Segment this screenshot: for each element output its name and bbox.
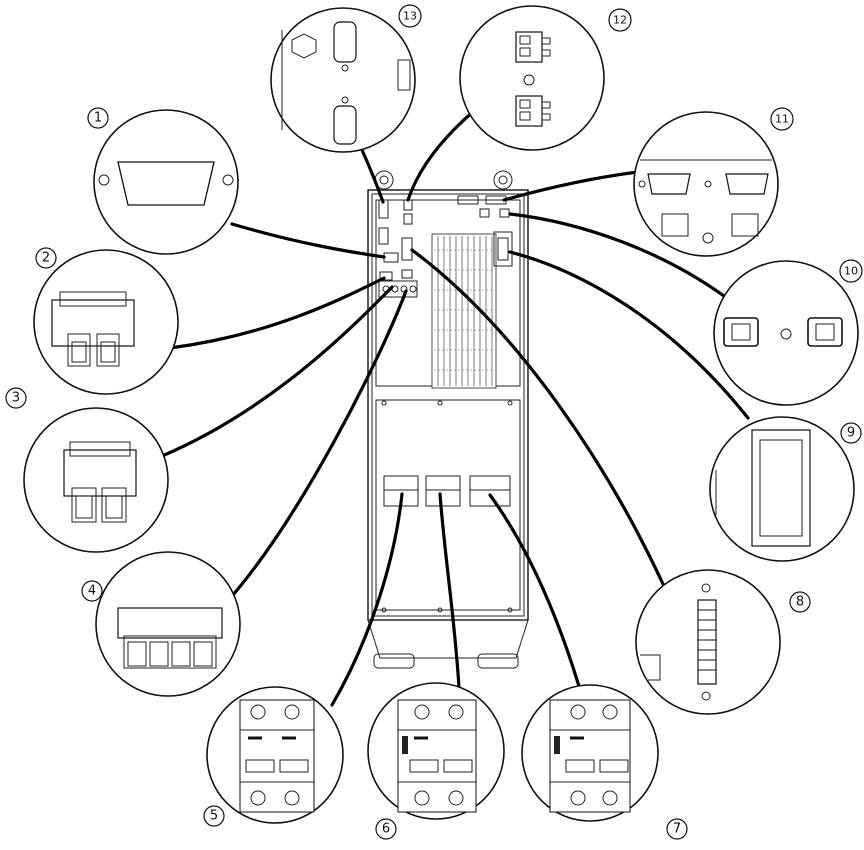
label-2: 2	[42, 251, 50, 266]
callout-12-connectors	[459, 5, 605, 151]
callout-1-db9-port	[93, 109, 239, 255]
label-11: 11	[775, 113, 789, 126]
label-9-badge	[840, 422, 862, 444]
label-10: 10	[844, 265, 858, 278]
callout-3-two-pin-terminal	[23, 407, 169, 553]
label-13: 13	[403, 10, 417, 23]
label-6-badge	[375, 818, 397, 840]
callout-4-four-pin-terminal	[95, 551, 241, 697]
label-13-badge	[398, 4, 422, 28]
label-3: 3	[12, 391, 20, 406]
label-2-badge	[35, 247, 57, 269]
label-12-badge	[608, 8, 632, 32]
label-1: 1	[94, 111, 102, 126]
slot-opening	[493, 231, 513, 267]
ups-cabinet	[367, 170, 529, 669]
foot-right	[477, 653, 519, 669]
number-labels: 1 2 3 4 5 6 7 8 9 10 11 12 13	[5, 4, 863, 840]
callout-13-rear-panel	[270, 7, 416, 153]
callout-9-slot-cover	[709, 416, 855, 562]
callout-2-two-pin-terminal	[33, 249, 179, 395]
label-1-badge	[87, 107, 109, 129]
label-6: 6	[382, 822, 390, 837]
label-10-badge	[839, 259, 863, 283]
label-4: 4	[88, 584, 96, 599]
label-7: 7	[673, 822, 681, 837]
callout-7-breaker	[521, 684, 659, 822]
label-8: 8	[796, 595, 804, 610]
label-8-badge	[789, 591, 811, 613]
label-12: 12	[613, 14, 627, 27]
label-5: 5	[210, 809, 218, 824]
label-11-badge	[770, 107, 794, 131]
terminal-block-row	[378, 280, 418, 298]
label-3-badge	[5, 387, 27, 409]
callout-8-terminal-strip	[635, 569, 781, 715]
callout-6-breaker	[367, 682, 505, 820]
lifting-eye-right	[493, 170, 513, 190]
vent-grille	[431, 233, 497, 389]
callout-10-usb-ports	[713, 260, 859, 406]
breaker-right	[469, 475, 511, 507]
foot-left	[373, 653, 415, 669]
label-7-badge	[666, 818, 688, 840]
label-5-badge	[203, 805, 225, 827]
callout-11-dual-db9	[633, 111, 779, 257]
label-4-badge	[81, 580, 103, 602]
leader-lines	[160, 108, 750, 707]
breaker-middle	[425, 475, 461, 507]
cabinet-base	[367, 619, 529, 659]
label-9: 9	[847, 426, 855, 441]
lower-panel	[375, 399, 521, 611]
callout-5-breaker	[206, 686, 344, 824]
